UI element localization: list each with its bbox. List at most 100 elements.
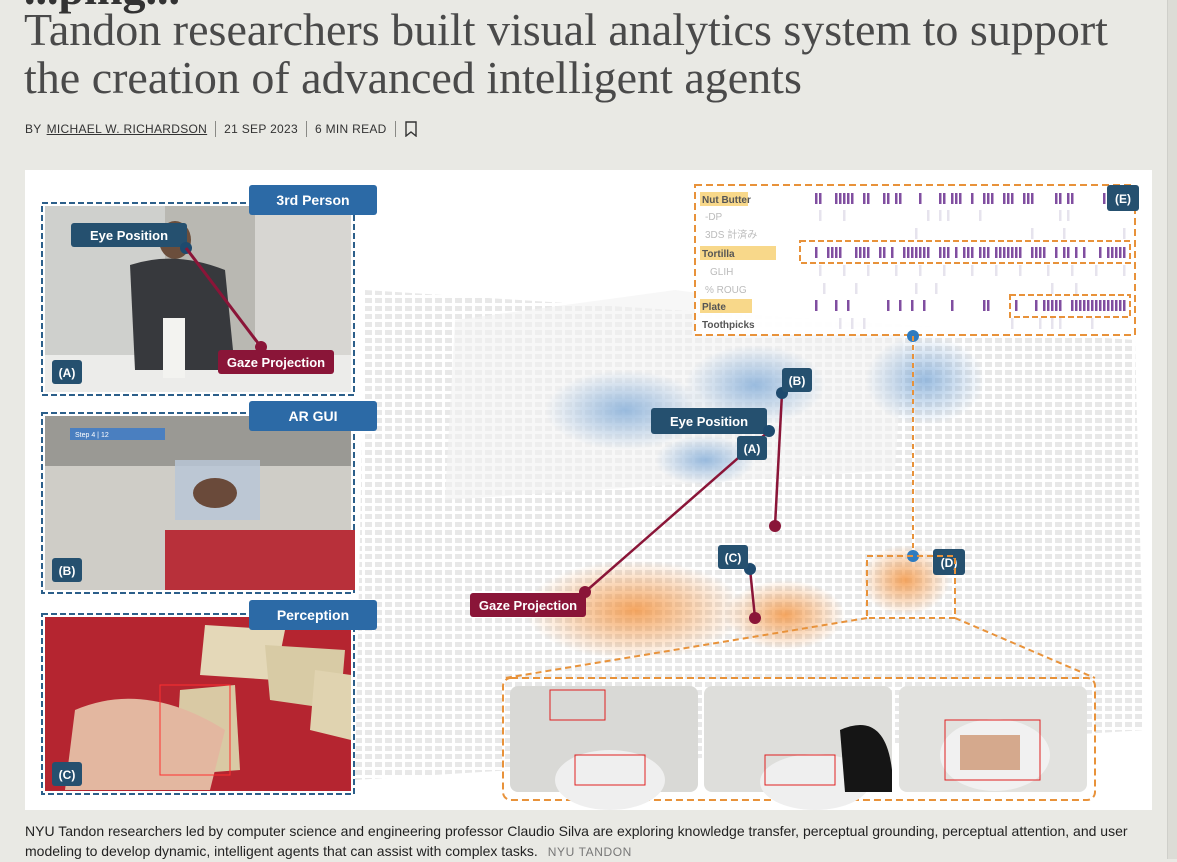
timeline-stripe — [983, 193, 986, 204]
timeline-stripe — [1003, 247, 1006, 258]
timeline-stripe — [1111, 300, 1114, 311]
panel-label-3rd-person: 3rd Person — [276, 192, 349, 208]
timeline-stripe — [1119, 300, 1122, 311]
timeline-stripe — [927, 210, 930, 221]
label-e: (E) — [1115, 192, 1131, 206]
timeline-row-label: % ROUG — [705, 285, 747, 296]
timeline-stripe — [827, 247, 830, 258]
timeline-stripe — [1107, 300, 1110, 311]
timeline-stripe — [967, 247, 970, 258]
timeline-stripe — [1003, 193, 1006, 204]
timeline-stripe — [843, 265, 846, 276]
timeline-stripe — [891, 247, 894, 258]
timeline-stripe — [963, 247, 966, 258]
timeline-stripe — [1095, 265, 1098, 276]
timeline-stripe — [887, 193, 890, 204]
timeline-stripe — [1063, 228, 1066, 239]
timeline-stripe — [955, 193, 958, 204]
byline-divider — [394, 121, 396, 137]
timeline-stripe — [867, 265, 870, 276]
publish-date: 21 SEP 2023 — [224, 122, 298, 136]
timeline-stripe — [1015, 300, 1018, 311]
caption-text: NYU Tandon researchers led by computer s… — [25, 823, 1128, 859]
timeline-stripe — [983, 247, 986, 258]
timeline-stripe — [1059, 193, 1062, 204]
timeline-stripe — [915, 228, 918, 239]
timeline-stripe — [995, 265, 998, 276]
timeline-stripe — [1103, 193, 1106, 204]
timeline-stripe — [939, 247, 942, 258]
timeline-row-label: 3DS 計済み — [705, 228, 757, 241]
timeline-stripe — [1119, 247, 1122, 258]
timeline-stripe — [847, 193, 850, 204]
author-link[interactable]: MICHAEL W. RICHARDSON — [46, 122, 208, 136]
timeline-stripe — [1055, 247, 1058, 258]
timeline-stripe — [835, 247, 838, 258]
timeline-stripe — [927, 247, 930, 258]
gaze-projection-label-a: Gaze Projection — [227, 355, 325, 370]
timeline-stripe — [919, 193, 922, 204]
svg-text:(A): (A) — [744, 442, 761, 456]
timeline-stripe — [943, 193, 946, 204]
timeline-stripe — [1019, 265, 1022, 276]
timeline-stripe — [923, 247, 926, 258]
timeline-stripe — [839, 193, 842, 204]
timeline-stripe — [851, 193, 854, 204]
article-figure: 3rd Person Eye Position Gaze Projection … — [25, 170, 1152, 810]
timeline-stripe — [1107, 247, 1110, 258]
timeline-stripe — [1075, 247, 1078, 258]
timeline-stripe — [1091, 300, 1094, 311]
timeline-stripe — [991, 193, 994, 204]
timeline-stripe — [879, 247, 882, 258]
svg-text:(A): (A) — [59, 366, 76, 380]
timeline-rows: Nut Butter -DP 3DS 計済み Tortilla GLIH % R… — [700, 192, 776, 331]
timeline-stripe — [1015, 247, 1018, 258]
timeline-row-label: Toothpicks — [702, 320, 755, 331]
timeline-stripe — [1111, 247, 1114, 258]
timeline-stripe — [1079, 300, 1082, 311]
svg-text:(B): (B) — [59, 564, 76, 578]
timeline-stripe — [1039, 318, 1042, 329]
timeline-stripe — [987, 247, 990, 258]
timeline-row-label: -DP — [705, 212, 723, 223]
timeline-stripe — [1071, 265, 1074, 276]
svg-text:(B): (B) — [789, 374, 806, 388]
timeline-stripe — [899, 193, 902, 204]
timeline-stripe — [867, 247, 870, 258]
timeline-stripe — [1067, 210, 1070, 221]
figure-illustration: 3rd Person Eye Position Gaze Projection … — [41, 184, 1145, 810]
timeline-stripe — [1123, 265, 1126, 276]
timeline-stripe — [1099, 300, 1102, 311]
bookmark-icon[interactable] — [404, 121, 418, 138]
timeline-stripe — [847, 300, 850, 311]
photo-credit: NYU TANDON — [547, 845, 632, 859]
timeline-stripe — [1067, 247, 1070, 258]
timeline-stripe — [979, 247, 982, 258]
timeline-stripe — [1071, 193, 1074, 204]
timeline-stripe — [815, 300, 818, 311]
byline: BY MICHAEL W. RICHARDSON 21 SEP 2023 6 M… — [25, 121, 418, 138]
timeline-stripe — [1123, 247, 1126, 258]
panel-label-ar-gui: AR GUI — [289, 408, 338, 424]
timeline-stripe — [1039, 247, 1042, 258]
timeline-stripe — [1059, 300, 1062, 311]
page-scrollbar[interactable] — [1167, 0, 1177, 859]
timeline-stripe — [947, 247, 950, 258]
timeline-stripe — [979, 210, 982, 221]
timeline-stripe — [987, 193, 990, 204]
timeline-stripe — [855, 247, 858, 258]
timeline-stripe — [1051, 283, 1054, 294]
timeline-stripe — [863, 318, 866, 329]
timeline-stripe — [1067, 193, 1070, 204]
timeline-stripe — [843, 193, 846, 204]
gaze-heat-orange — [525, 560, 745, 660]
timeline-stripe — [1035, 300, 1038, 311]
timeline-stripe — [943, 247, 946, 258]
timeline-stripe — [863, 247, 866, 258]
timeline-stripe — [1087, 300, 1090, 311]
timeline-stripe — [1007, 193, 1010, 204]
title-clipped-previous-line: ...ping... — [24, 0, 180, 12]
timeline-stripe — [951, 300, 954, 311]
timeline-stripe — [887, 300, 890, 311]
timeline-stripe — [819, 265, 822, 276]
